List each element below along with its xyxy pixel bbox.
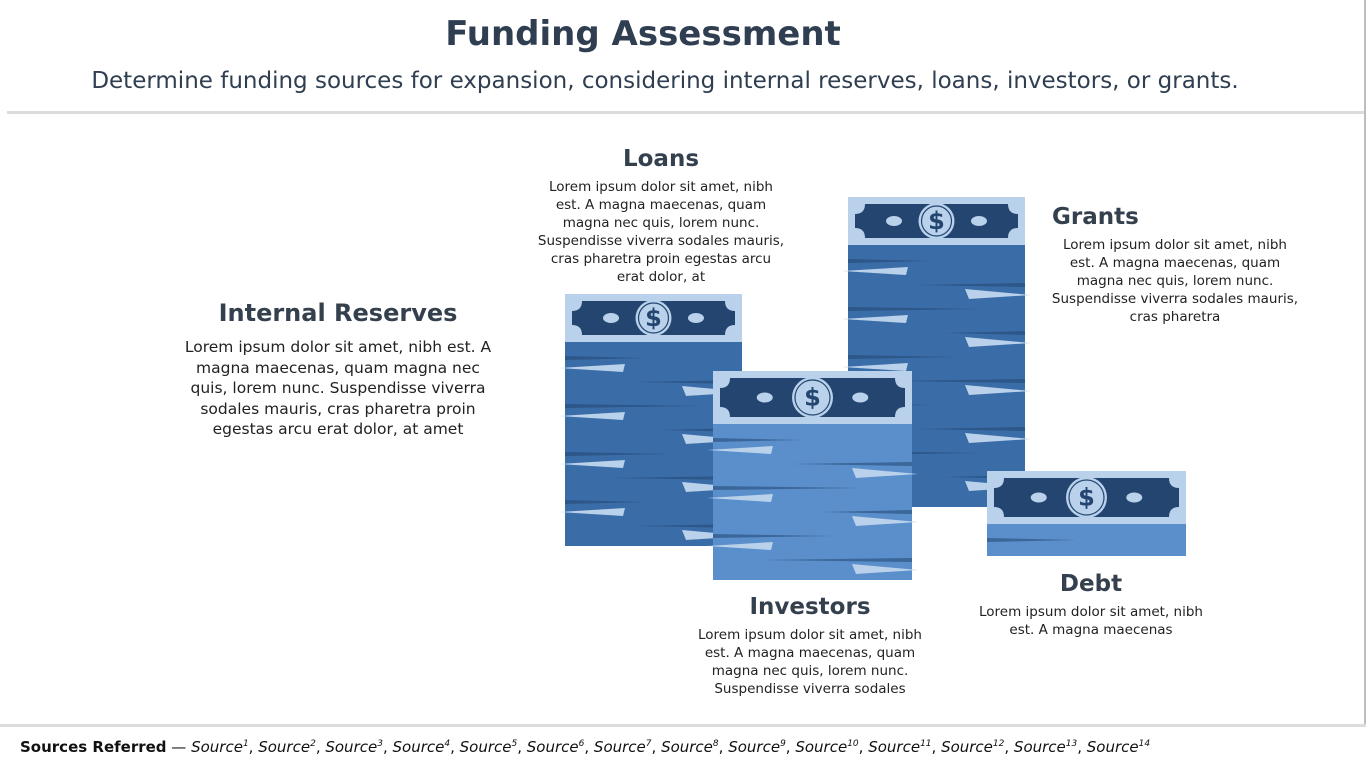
source-ref: Source11 [868, 738, 932, 756]
investors-heading: Investors [749, 594, 871, 620]
source-ref: Source7 [593, 738, 652, 756]
grants-block: Grants Lorem ipsum dolor sit amet, nibh … [1050, 204, 1300, 326]
source-ref: Source12 [941, 738, 1005, 756]
source-ref: Source9 [728, 738, 786, 756]
sources-list: Source1, Source2, Source3, Source4, Sour… [191, 738, 1151, 756]
footer-divider [0, 724, 1366, 727]
source-ref: Source13 [1013, 738, 1078, 756]
debt-block: Debt Lorem ipsum dolor sit amet, nibh es… [966, 571, 1216, 639]
page-subtitle: Determine funding sources for expansion,… [91, 68, 1239, 94]
internal-reserves-block: Internal Reserves Lorem ipsum dolor sit … [180, 299, 496, 440]
source-ref: Source4 [392, 738, 451, 756]
grants-text: Lorem ipsum dolor sit amet, nibh est. A … [1051, 237, 1299, 325]
source-ref: Source5 [459, 738, 518, 756]
money-stack-debt-icon: $ [987, 471, 1186, 556]
source-ref: Source8 [661, 738, 719, 756]
loans-text: Lorem ipsum dolor sit amet, nibh est. A … [537, 179, 785, 285]
svg-text:$: $ [645, 304, 662, 332]
money-stack-investors-icon: $ [707, 371, 918, 580]
grants-heading: Grants [1052, 204, 1139, 230]
source-ref: Source2 [258, 738, 316, 756]
source-ref: Source6 [526, 738, 585, 756]
money-stack-loans-icon: $ [559, 294, 748, 546]
source-ref: Source14 [1086, 738, 1151, 756]
svg-text:$: $ [804, 384, 821, 412]
investors-block: Investors Lorem ipsum dolor sit amet, ni… [685, 594, 935, 698]
svg-text:$: $ [928, 207, 945, 235]
sources-footer: Sources Referred — Source1, Source2, Sou… [20, 738, 1350, 756]
investors-text: Lorem ipsum dolor sit amet, nibh est. A … [698, 627, 922, 697]
right-edge-divider [1364, 0, 1366, 725]
internal-reserves-heading: Internal Reserves [218, 299, 458, 327]
debt-heading: Debt [1059, 571, 1123, 597]
svg-text:$: $ [1078, 484, 1095, 512]
loans-block: Loans Lorem ipsum dolor sit amet, nibh e… [536, 146, 786, 286]
sources-label: Sources Referred [20, 738, 167, 756]
source-ref: Source3 [325, 738, 383, 756]
internal-reserves-text: Lorem ipsum dolor sit amet, nibh est. A … [184, 338, 492, 438]
loans-heading: Loans [622, 146, 700, 172]
sources-separator: — [166, 738, 192, 756]
source-ref: Source1 [191, 738, 249, 756]
debt-text: Lorem ipsum dolor sit amet, nibh est. A … [979, 604, 1203, 638]
page-title: Funding Assessment [445, 14, 841, 54]
source-ref: Source10 [795, 738, 859, 756]
header-divider [7, 111, 1365, 114]
